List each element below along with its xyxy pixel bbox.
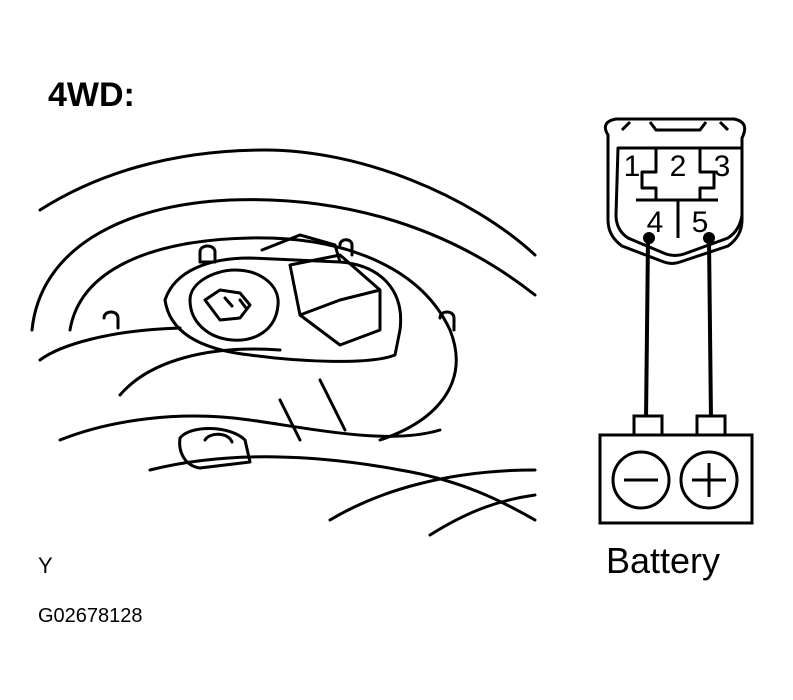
pump-connector bbox=[603, 117, 747, 265]
pin-1-label: 1 bbox=[624, 150, 641, 183]
positive-lead bbox=[707, 239, 713, 421]
test-leads bbox=[643, 232, 715, 421]
negative-terminal bbox=[632, 414, 664, 438]
connector-housing bbox=[603, 117, 747, 265]
page-title: 4WD: bbox=[48, 76, 135, 114]
positive-terminal bbox=[695, 414, 727, 438]
pin-2-label: 2 bbox=[670, 150, 687, 183]
pin-3-label: 3 bbox=[714, 150, 731, 183]
battery bbox=[598, 414, 754, 525]
side-marker: Y bbox=[38, 553, 53, 578]
battery-label: Battery bbox=[606, 540, 721, 581]
negative-lead bbox=[644, 239, 650, 421]
pin-4-label: 4 bbox=[647, 206, 664, 239]
connector-pin-labels: 1 2 3 4 5 bbox=[624, 150, 731, 239]
pin-5-label: 5 bbox=[692, 206, 709, 239]
fuel-pump-illustration bbox=[30, 148, 537, 537]
connector-inner-face bbox=[614, 146, 744, 257]
figure-code: G02678128 bbox=[38, 605, 143, 627]
